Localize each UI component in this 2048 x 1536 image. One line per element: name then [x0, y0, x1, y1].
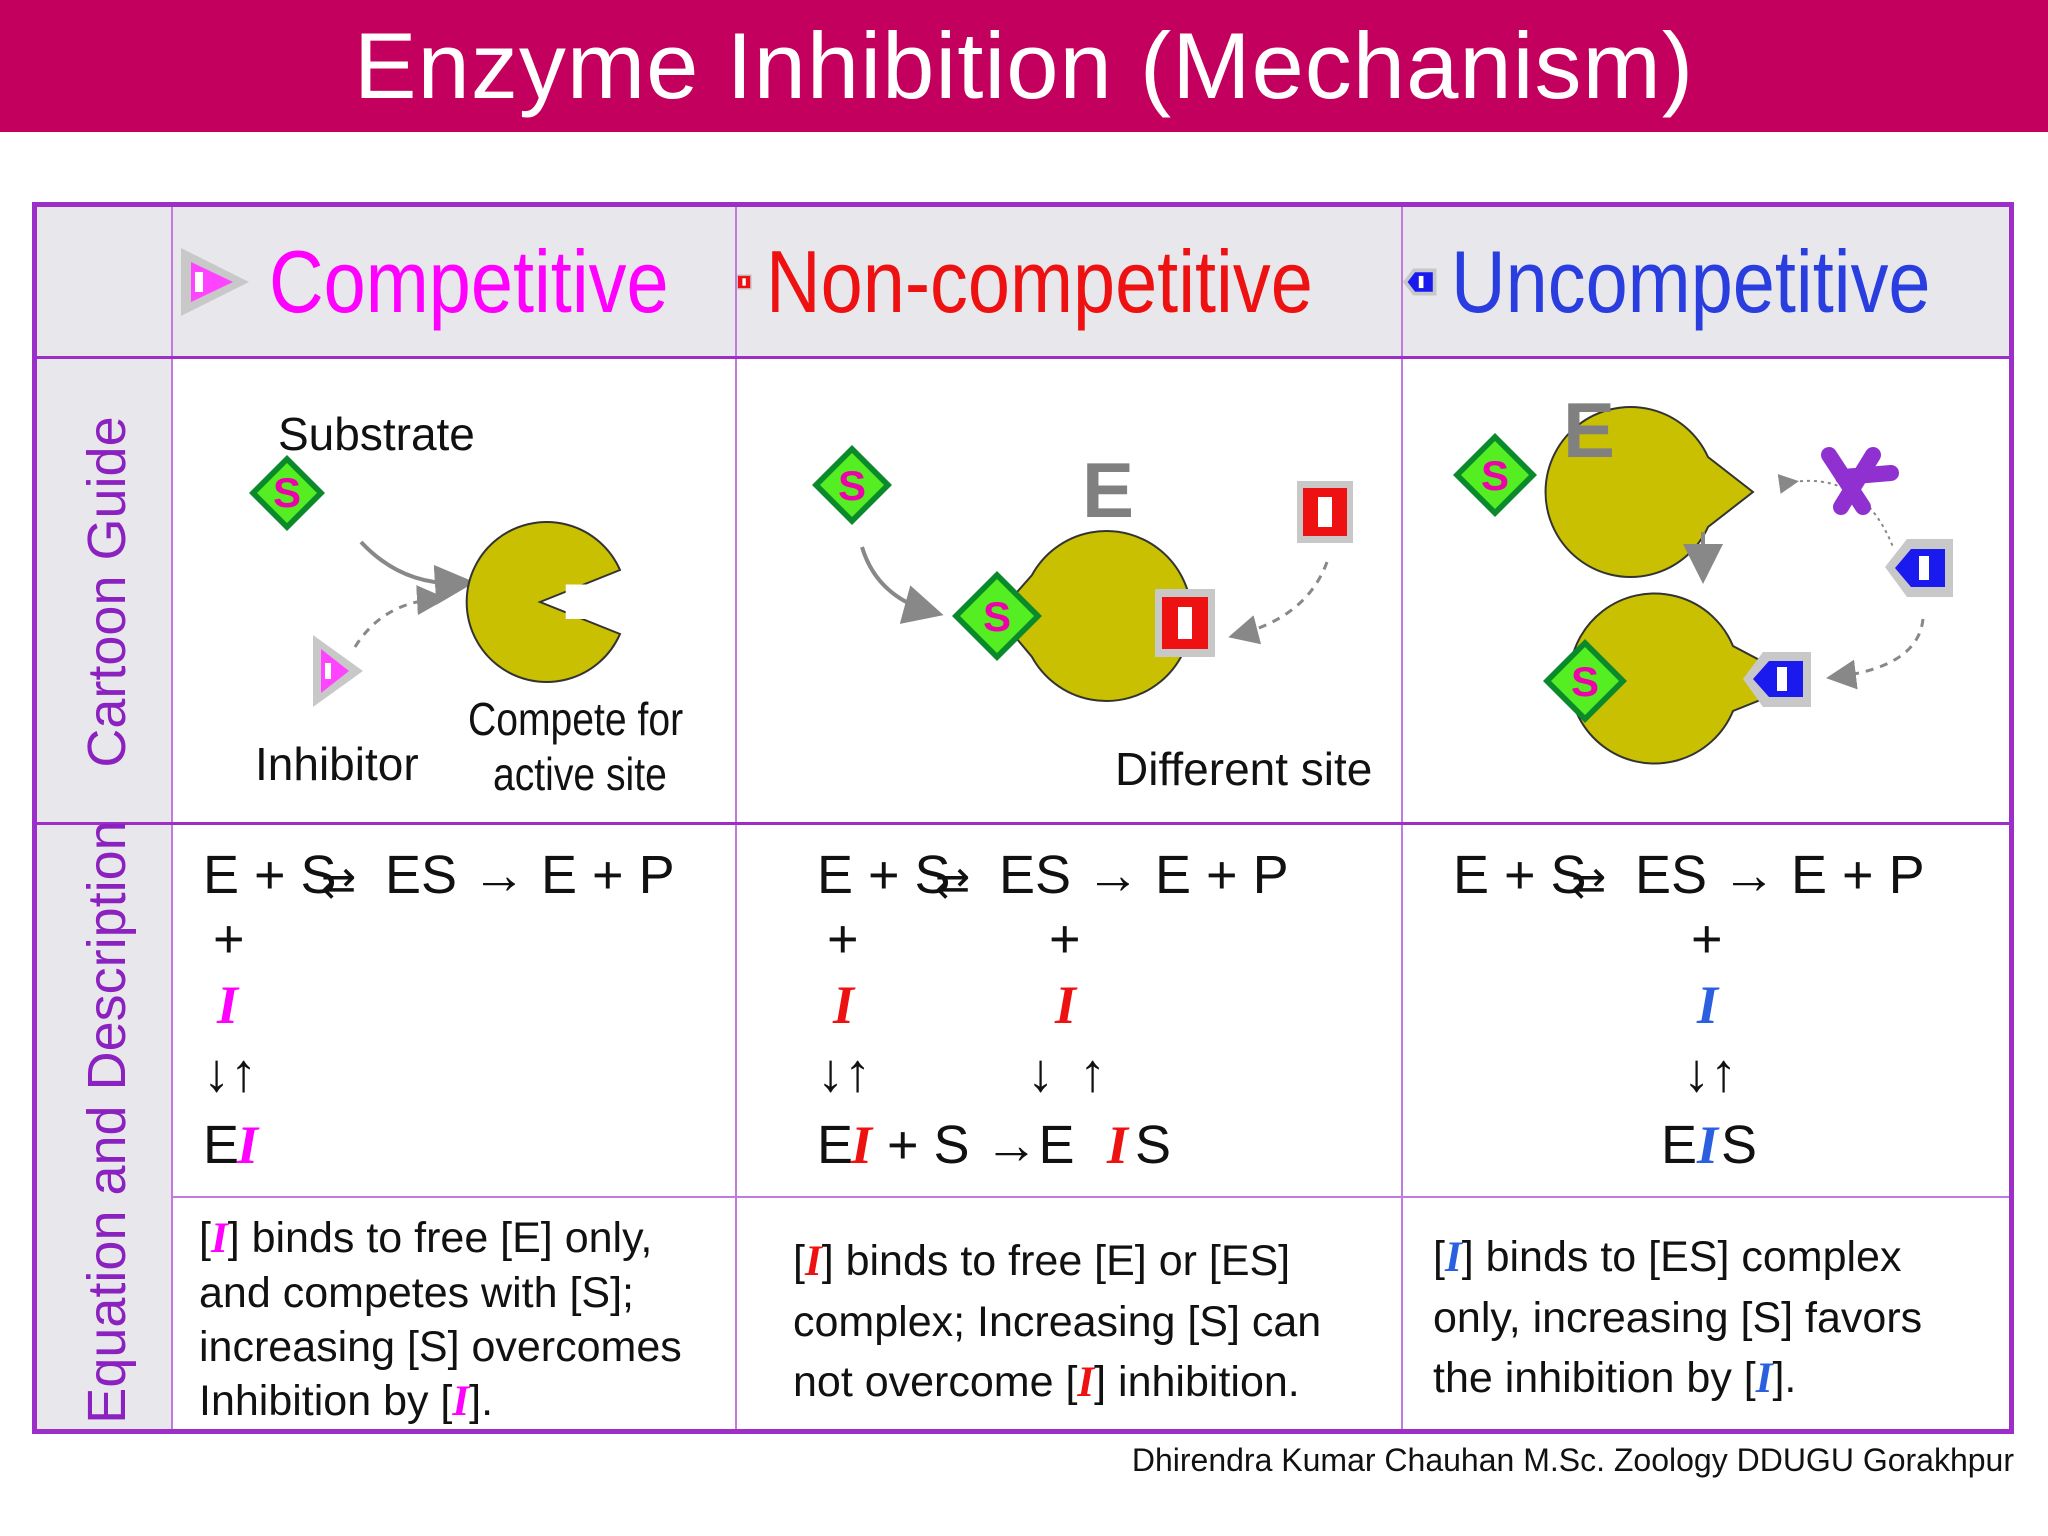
substrate-icon: S: [249, 455, 325, 531]
equation-uncompetitive: E + S ⇄ ES → E + P + I ↓↑ E I S: [1403, 824, 2009, 1196]
eq-arrow-up: ↑: [1079, 1043, 1106, 1103]
description-uncompetitive: [I] binds to [ES] complex only, increasi…: [1433, 1233, 1923, 1402]
eq-main-right: ES → E + P: [999, 845, 1289, 905]
page-title: Enzyme Inhibition (Mechanism): [353, 13, 1695, 118]
divider: [37, 356, 2009, 359]
divider: [1401, 207, 1403, 1429]
bound-substrate-icon: S: [952, 571, 1042, 661]
eq-arrows: ↓↑: [1683, 1043, 1737, 1103]
substrate-letter: S: [273, 469, 301, 516]
eq-plus: +: [1049, 909, 1081, 969]
row-label-cartoon: Cartoon Guide: [77, 416, 137, 768]
svg-text:S: S: [983, 593, 1011, 640]
substrate-icon: S: [1453, 433, 1537, 517]
triangle-inhibitor-icon: [181, 248, 250, 316]
eq-inhibitor: I: [217, 975, 239, 1035]
eq-arrows: ↓↑: [203, 1043, 257, 1103]
eq-main-left: E + S: [1453, 845, 1587, 905]
eq-inhibitor: I: [833, 975, 855, 1035]
author-credit: Dhirendra Kumar Chauhan M.Sc. Zoology DD…: [1131, 1442, 2014, 1478]
description-noncompetitive: [I] binds to free [E] or [ES] complex; I…: [793, 1237, 1322, 1406]
equilibrium-arrows: ⇄: [321, 859, 357, 906]
row-label-equation: Equation and Description: [77, 820, 137, 1424]
svg-text:S: S: [1481, 452, 1509, 499]
divider: [171, 207, 173, 1429]
divider: [37, 822, 2009, 825]
equilibrium-arrows: ⇄: [1571, 859, 1607, 906]
compete-label-line1: Compete for: [468, 693, 684, 745]
corner-cell: [37, 207, 173, 357]
eq-inhibitor: I: [237, 1115, 259, 1175]
svg-text:S: S: [838, 462, 866, 509]
eq-s: S: [1135, 1115, 1172, 1175]
eq-arrow-down: ↓: [1027, 1043, 1054, 1103]
eq-inhibitor: I: [1055, 975, 1077, 1035]
enzyme-icon: E: [465, 521, 622, 683]
bound-inhibitor-arrow-icon: [1743, 652, 1811, 707]
equation-noncompetitive: E + S ⇄ ES → E + P + + I I ↓↑ ↓ ↑ E I + …: [737, 824, 1401, 1196]
inhibitor-arrow-icon: [1885, 539, 1953, 597]
eq-inhibitor: I: [1697, 975, 1719, 1035]
svg-text:S: S: [1571, 658, 1599, 705]
arrow-inhibitor-icon: [1402, 268, 1437, 296]
eq-plus: +: [1691, 909, 1723, 969]
eq-main-right: ES → E + P: [385, 845, 675, 905]
equation-competitive: E + S ⇄ ES → E + P + I ↓↑ E I: [173, 824, 735, 1196]
header-noncompetitive: Non-competitive: [736, 207, 1402, 357]
eq-inhibitor: I: [851, 1115, 873, 1175]
title-banner: Enzyme Inhibition (Mechanism): [0, 0, 2048, 132]
enzyme-letter: E: [562, 574, 595, 630]
cartoon-competitive: S E Substrate Inhibitor Compete for acti…: [173, 357, 735, 822]
header-competitive: Competitive: [173, 207, 736, 357]
cartoon-noncompetitive: S E S E Differe: [737, 357, 1401, 822]
eq-main-left: E + S: [817, 845, 951, 905]
enzyme-letter: E: [1082, 446, 1135, 534]
eq-inhibitor: I: [1107, 1115, 1129, 1175]
blocked-x-icon: [1821, 447, 1899, 515]
inhibitor-label: Inhibitor: [255, 738, 419, 790]
eq-s: S: [1721, 1115, 1758, 1175]
row-label-column: [37, 357, 173, 1429]
square-inhibitor-icon: [736, 274, 752, 290]
eq-plus-s: + S →E: [887, 1115, 1075, 1175]
divider: [173, 1196, 2009, 1198]
bound-substrate-icon: S: [1543, 639, 1627, 723]
eq-arrows: ↓↑: [817, 1043, 871, 1103]
substrate-icon: S: [812, 445, 892, 525]
eq-e: E: [817, 1115, 854, 1175]
inhibitor-triangle-icon: [313, 635, 363, 707]
substrate-label: Substrate: [278, 408, 475, 460]
eq-e: E: [203, 1115, 240, 1175]
eq-e: E: [1661, 1115, 1698, 1175]
eq-plus: +: [827, 909, 859, 969]
header-uncompetitive: Uncompetitive: [1402, 207, 2009, 357]
compete-label-line2: active site: [493, 748, 667, 800]
header-uncompetitive-label: Uncompetitive: [1451, 232, 1931, 331]
mechanism-table: Competitive Non-competitive Uncompetitiv…: [32, 202, 2014, 1434]
eq-main-right: ES → E + P: [1635, 845, 1925, 905]
header-competitive-label: Competitive: [269, 232, 669, 331]
different-site-label: Different site: [1115, 743, 1373, 795]
enzyme-letter: E: [1563, 386, 1616, 474]
eq-plus: +: [213, 909, 245, 969]
inhibitor-square-icon: [1297, 481, 1353, 543]
description-competitive: [I] binds to free [E] only, and competes…: [199, 1214, 682, 1425]
bound-inhibitor-square-icon: [1155, 589, 1215, 657]
divider: [735, 207, 737, 1429]
eq-inhibitor: I: [1697, 1115, 1719, 1175]
eq-main-left: E + S: [203, 845, 337, 905]
equilibrium-arrows: ⇄: [935, 859, 971, 906]
header-noncompetitive-label: Non-competitive: [766, 232, 1313, 331]
cartoon-uncompetitive: S S: [1403, 357, 2009, 822]
